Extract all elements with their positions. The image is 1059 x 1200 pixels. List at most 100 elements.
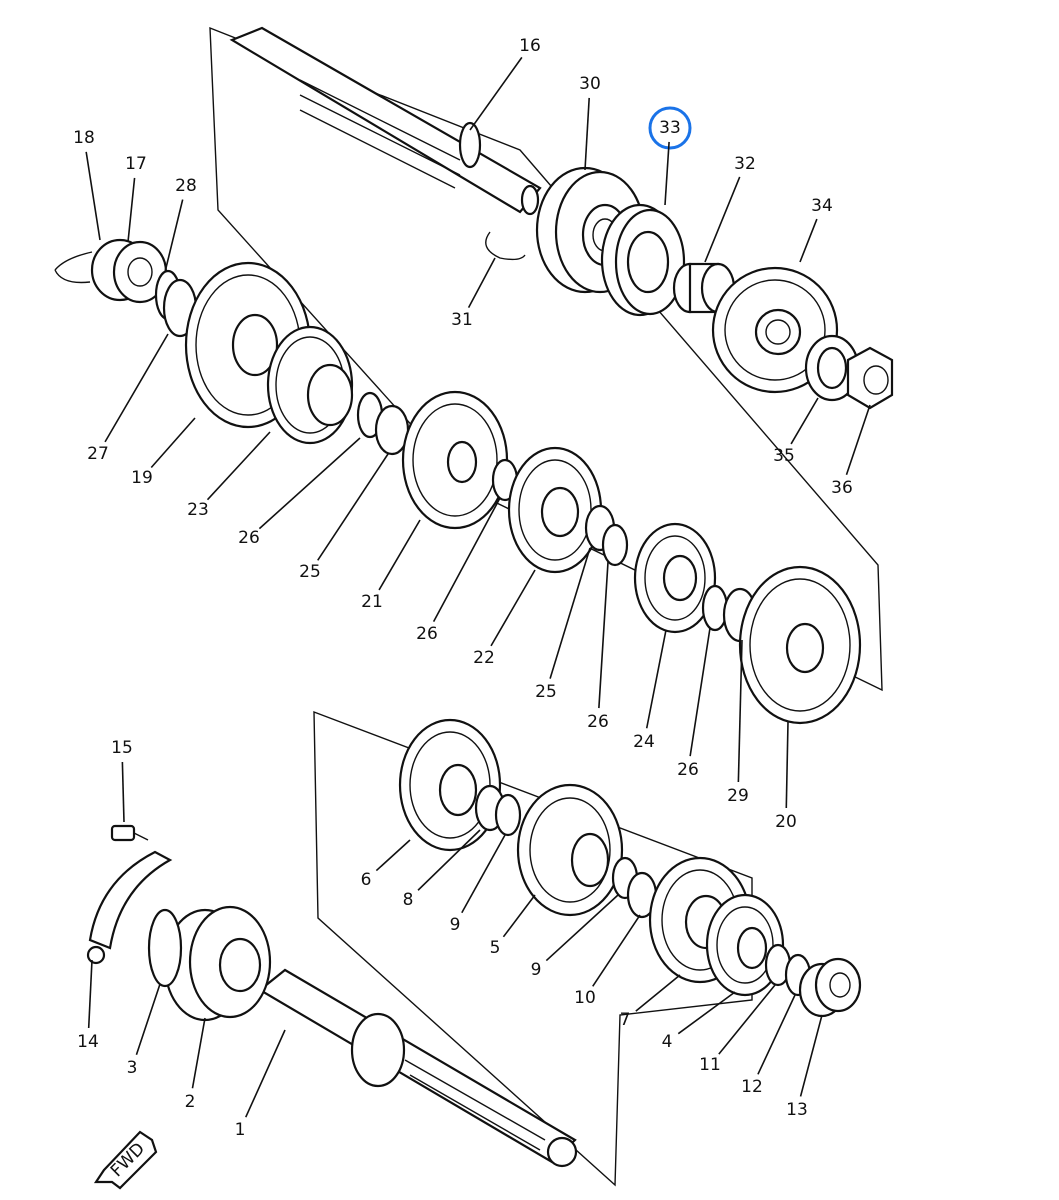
- leader-line-25: [317, 453, 389, 561]
- part-label-25: 25: [535, 682, 557, 702]
- leader-line-36: [845, 404, 871, 475]
- part-label-13: 13: [786, 1100, 808, 1120]
- part-label-1: 1: [235, 1120, 246, 1140]
- leader-line-34: [799, 218, 818, 263]
- leader-line-26: [258, 437, 361, 530]
- bearing-2: [163, 905, 272, 1022]
- leader-line-5: [502, 894, 536, 938]
- leader-line-12: [757, 994, 796, 1075]
- part-label-26: 26: [587, 712, 609, 732]
- part-label-5: 5: [490, 938, 501, 958]
- part-label-25: 25: [299, 562, 321, 582]
- leader-line-24: [645, 629, 667, 729]
- part-label-10: 10: [574, 988, 596, 1008]
- part-label-12: 12: [741, 1077, 763, 1097]
- leader-line-8: [417, 829, 481, 891]
- leader-line-30: [584, 97, 590, 171]
- leader-line-2: [191, 1017, 206, 1089]
- leader-line-16: [469, 56, 523, 131]
- part-label-31: 31: [451, 310, 473, 330]
- part-label-28: 28: [175, 176, 197, 196]
- part-label-21: 21: [361, 592, 383, 612]
- part-label-20: 20: [775, 812, 797, 832]
- leader-line-29: [737, 639, 743, 783]
- leader-line-14: [87, 959, 93, 1029]
- part-label-17: 17: [125, 154, 147, 174]
- part-label-16: 16: [519, 36, 541, 56]
- oil-seal-33: [600, 203, 686, 317]
- circlip-3: [147, 908, 183, 988]
- part-label-26: 26: [238, 528, 260, 548]
- leader-line-27: [104, 333, 169, 443]
- gear-4: [705, 893, 785, 997]
- part-label-2: 2: [185, 1092, 196, 1112]
- part-label-9: 9: [450, 915, 461, 935]
- leader-line-18: [85, 151, 101, 241]
- leader-line-26: [432, 497, 501, 623]
- circlip-9-a: [494, 793, 522, 837]
- circlip-31: [485, 231, 526, 261]
- part-label-15: 15: [111, 738, 133, 758]
- leader-line-31: [467, 257, 496, 309]
- leader-line-28: [164, 199, 184, 273]
- part-label-26: 26: [677, 760, 699, 780]
- leader-line-20: [785, 721, 789, 809]
- leader-line-4: [677, 991, 736, 1035]
- leader-line-33: [664, 141, 670, 206]
- part-label-4: 4: [662, 1032, 673, 1052]
- part-label-9: 9: [531, 960, 542, 980]
- part-label-3: 3: [127, 1058, 138, 1078]
- part-label-7: 7: [620, 1010, 631, 1030]
- part-label-29: 29: [727, 786, 749, 806]
- bearing-17: [90, 238, 168, 304]
- part-label-24: 24: [633, 732, 655, 752]
- part-label-14: 14: [77, 1032, 99, 1052]
- leader-line-15: [121, 761, 125, 823]
- gear-23: [266, 325, 354, 445]
- leader-line-17: [127, 177, 136, 243]
- screw-15: [110, 824, 149, 842]
- leader-line-22: [490, 569, 536, 647]
- part-label-22: 22: [473, 648, 495, 668]
- lock-washer-35: [804, 334, 860, 402]
- bearing-13: [798, 957, 862, 1018]
- gear-21: [401, 390, 509, 530]
- leader-line-10: [592, 914, 641, 987]
- leader-line-9: [461, 834, 506, 914]
- part-label-23: 23: [187, 500, 209, 520]
- leader-line-7: [635, 974, 681, 1012]
- fwd-arrow-icon: FWD: [93, 1130, 158, 1190]
- part-label-36: 36: [831, 478, 853, 498]
- highlight-circle-33: [648, 106, 692, 150]
- part-label-18: 18: [73, 128, 95, 148]
- part-label-19: 19: [131, 468, 153, 488]
- part-label-33: 33: [659, 118, 681, 138]
- gear-6: [398, 718, 502, 852]
- main-axle-shaft: [258, 968, 578, 1168]
- part-label-35: 35: [773, 446, 795, 466]
- part-label-34: 34: [811, 196, 833, 216]
- part-label-26: 26: [416, 624, 438, 644]
- gear-22: [507, 446, 603, 574]
- leader-line-9: [545, 894, 619, 962]
- part-number-labels: 1234567899101112131415161718192021222324…: [73, 36, 871, 1140]
- leader-line-3: [135, 983, 161, 1055]
- leader-line-26: [689, 627, 711, 757]
- clip-18: [54, 251, 93, 284]
- drive-axle-frame: [209, 26, 883, 692]
- leader-line-13: [799, 1014, 823, 1097]
- gear-20: [738, 565, 862, 725]
- part-label-6: 6: [361, 870, 372, 890]
- leader-line-35: [790, 397, 819, 445]
- leader-line-1: [245, 1029, 286, 1118]
- part-label-8: 8: [403, 890, 414, 910]
- leader-line-19: [150, 417, 196, 469]
- washer-26-d: [701, 584, 729, 632]
- stopper-14: [88, 850, 173, 950]
- gear-5: [516, 783, 624, 917]
- gear-24: [633, 522, 717, 634]
- leader-line-11: [718, 984, 776, 1055]
- part-label-27: 27: [87, 444, 109, 464]
